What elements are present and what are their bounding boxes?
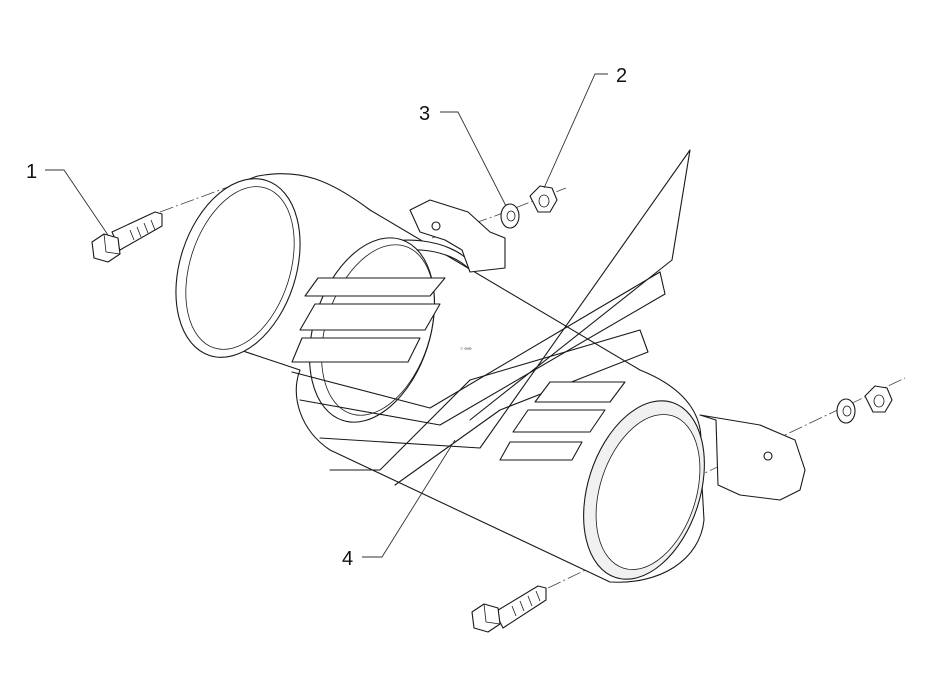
front-bracket: [699, 414, 806, 501]
callout-1: 1: [26, 161, 37, 183]
callout-4: 4: [342, 548, 353, 570]
washer-lower: [836, 398, 856, 424]
bracket-hole: [763, 451, 773, 461]
stripe-decal: ○ ∞∞: [291, 149, 691, 486]
callout-2: 2: [616, 65, 627, 87]
callout-3: 3: [419, 103, 430, 125]
bolt-upper: [91, 211, 163, 263]
rear-bracket: [409, 199, 506, 273]
bracket-hole: [431, 221, 441, 231]
nut-lower: [864, 385, 893, 413]
washer-upper: [500, 203, 520, 229]
bolt-lower: [471, 585, 547, 633]
leader-lines: [45, 73, 608, 558]
nut-upper: [529, 185, 558, 213]
decal-text-mark: ○ ∞∞: [460, 346, 472, 352]
